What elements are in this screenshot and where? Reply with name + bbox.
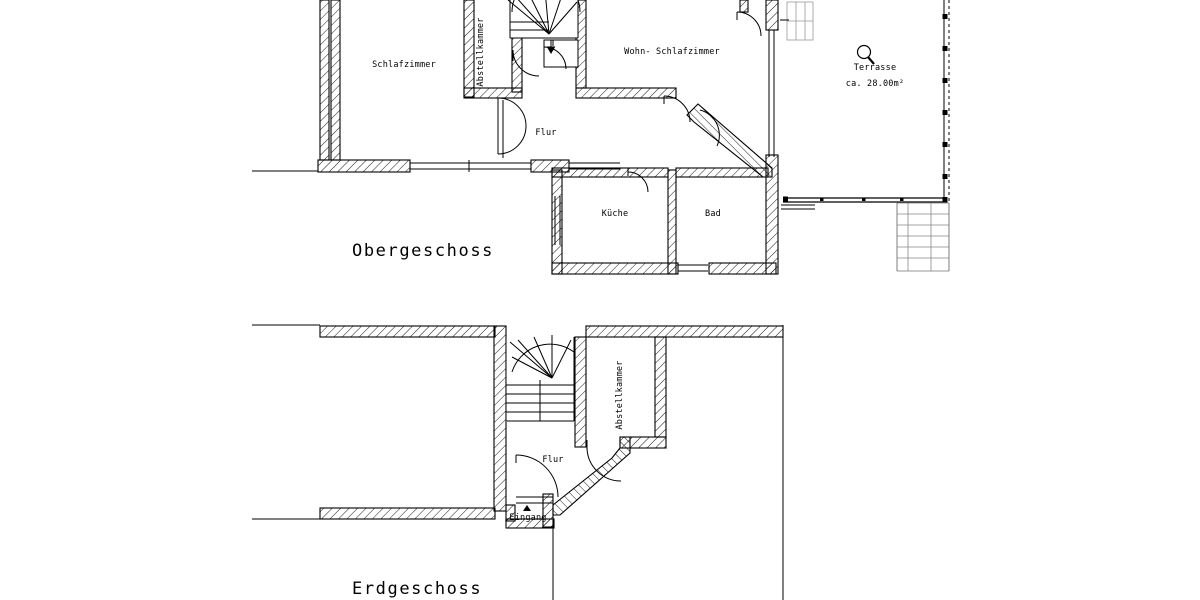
upper-right-step-grid [780,1,814,41]
wall-outlines-obergeschoss [252,30,775,272]
staircase-obergeschoss [507,0,581,70]
room-label-wohn-schlafzimmer: Wohn- Schlafzimmer [624,47,720,57]
floor-title-obergeschoss: Obergeschoss [352,241,494,261]
room-label-eingang: Eingang [509,513,546,523]
room-label-flur-og: Flur [535,128,556,138]
wall-outlines-erdgeschoss [252,324,784,600]
room-label-abstellkammer-eg: Abstellkammer [615,360,625,429]
room-label-bad: Bad [705,209,721,219]
terrace-balustrade [783,196,946,203]
entrance-triangle-marker [523,505,531,511]
walls-erdgeschoss [319,325,784,529]
room-label-flur-eg: Flur [542,455,563,465]
terrasse-label: Terrasse [854,63,897,73]
exterior-stair-upper [896,202,950,272]
terrasse-area-label: ca. 28.00m² [846,79,905,89]
room-label-kueche: Küche [602,209,629,219]
diagonal-wall-flur [686,103,773,178]
floor-title-erdgeschoss: Erdgeschoss [352,579,482,599]
doors-obergeschoss [497,11,762,193]
window-bad-right [781,204,815,210]
floor-erdgeschoss: Abstellkammer Flur Eingang Erdgeschoss [252,324,784,600]
diagonal-wall-erdgeschoss [552,436,631,516]
floor-obergeschoss: Schlafzimmer Abstellkammer Wohn- Schlafz… [252,0,950,275]
terrasse-callout: Terrasse ca. 28.00m² [846,44,905,89]
room-label-abstellkammer-og: Abstellkammer [476,17,486,86]
doors-erdgeschoss [515,440,622,504]
room-label-schlafzimmer: Schlafzimmer [372,60,436,70]
staircase-erdgeschoss [505,335,575,422]
terrace-railing [942,0,950,205]
leader-pointer-icon [856,44,872,60]
